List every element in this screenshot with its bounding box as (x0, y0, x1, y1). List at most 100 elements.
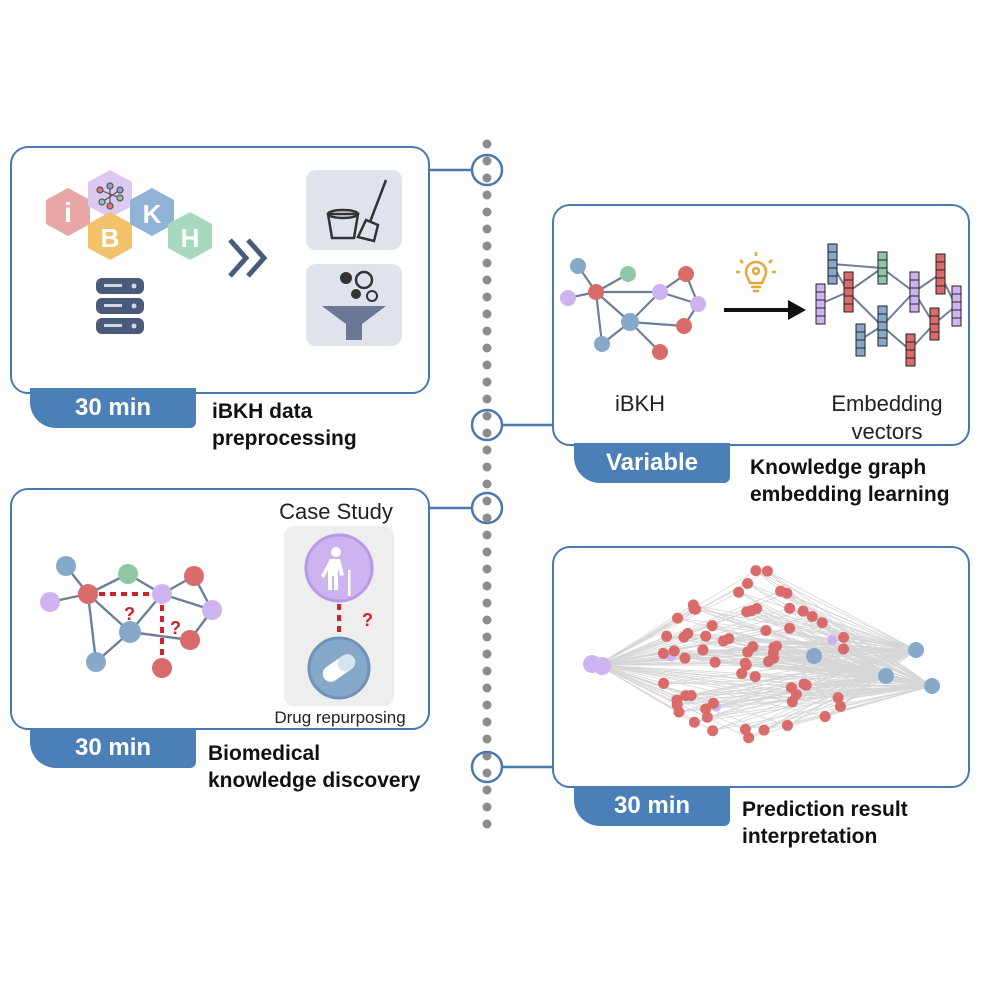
timeline-dot (482, 139, 492, 149)
prediction-node (819, 711, 831, 723)
embedding-cell (909, 271, 920, 281)
prediction-edge (674, 649, 917, 652)
timeline-dot (482, 241, 492, 251)
prediction-edge (597, 664, 680, 713)
prediction-node (745, 605, 757, 617)
prediction-edge (597, 664, 805, 685)
embedding-cell (855, 347, 866, 357)
prediction-edge (597, 664, 746, 730)
timeline-dot (482, 428, 492, 438)
timeline-dot (482, 666, 492, 676)
arrow-icon (724, 300, 806, 320)
timeline-dot (482, 275, 492, 285)
embedding-cell (909, 279, 920, 289)
timeline-dot (482, 496, 492, 506)
embedding-cell (951, 301, 962, 311)
embedding-cell (935, 285, 946, 295)
prediction-node (679, 652, 691, 664)
timeline-dot (482, 700, 492, 710)
timeline-dot (482, 513, 492, 523)
timeline-dot (482, 598, 492, 608)
double-chevron-icon (228, 238, 268, 278)
prediction-edge (597, 661, 716, 666)
prediction-edge (752, 646, 933, 687)
prediction-node (701, 711, 713, 723)
prediction-node (781, 719, 793, 731)
embedding-cell (905, 349, 916, 359)
timeline-dot (482, 547, 492, 557)
prediction-edge (597, 664, 797, 695)
embedding-cell (877, 251, 888, 261)
timeline-dot (482, 683, 492, 693)
embedding-link (847, 291, 883, 327)
repurpose-question-mark: ? (362, 610, 373, 630)
embedding-cell (929, 307, 940, 317)
prediction-node (838, 631, 850, 643)
prediction-node (758, 724, 770, 736)
timeline-dot (482, 394, 492, 404)
target-node (908, 642, 924, 658)
embedding-cell (905, 341, 916, 351)
timeline-dot (482, 173, 492, 183)
prediction-node (837, 643, 849, 655)
bucket-broom-icon (306, 170, 402, 250)
prediction-node (775, 585, 787, 597)
embedding-cell (929, 323, 940, 333)
prediction-edge (738, 591, 887, 677)
timeline-dot (482, 360, 492, 370)
prediction-edge (674, 650, 887, 677)
timeline-dot (482, 615, 492, 625)
prediction-node (736, 667, 748, 679)
prediction-node (668, 645, 680, 657)
step4-title: Prediction result interpretation (742, 798, 908, 848)
timeline-dot (482, 207, 492, 217)
timeline-dot (482, 768, 492, 778)
embedding-cell (827, 275, 838, 285)
embedding-cell (951, 317, 962, 327)
step3-panel: ? ? Case Study ? Drug repurposing (10, 488, 430, 730)
embedding-cell (877, 259, 888, 269)
timeline-dot (482, 717, 492, 727)
embedding-cell (951, 293, 962, 303)
case-study-label: Case Study (279, 499, 393, 524)
prediction-node (709, 656, 721, 668)
prediction-node (717, 635, 729, 647)
timeline-dot (482, 411, 492, 421)
prediction-edge (705, 649, 917, 710)
logo-letter-K: K (143, 199, 162, 229)
embedding-cell (877, 305, 888, 315)
prediction-network (583, 565, 940, 744)
prediction-edge (712, 685, 933, 732)
timeline-dot (482, 632, 492, 642)
prediction-node (682, 627, 694, 639)
timeline-dot (482, 258, 492, 268)
timeline-dot (482, 581, 492, 591)
embedding-cell (909, 287, 920, 297)
prediction-edge (597, 664, 686, 696)
prediction-edge (677, 617, 917, 651)
embedding-vectors (815, 243, 962, 367)
embedding-cell (815, 307, 826, 317)
prediction-node (733, 586, 745, 598)
embedding-cell (815, 291, 826, 301)
prediction-edge (747, 583, 917, 651)
embedding-cell (877, 313, 888, 323)
prediction-node (797, 605, 809, 617)
case-study-card: ? (284, 526, 394, 706)
prediction-edge (705, 685, 933, 710)
drug-repurposing-label: Drug repurposing (274, 708, 406, 727)
embedding-cell (877, 275, 888, 285)
ibkh-logo: i B K H (46, 170, 212, 260)
timeline-dot (482, 343, 492, 353)
timeline-dot (482, 292, 492, 302)
prediction-edge (767, 570, 917, 651)
embedding-cell (827, 259, 838, 269)
embedding-cell (951, 285, 962, 295)
embedding-cell (855, 339, 866, 349)
embedding-cell (935, 269, 946, 279)
prediction-edge (705, 635, 917, 651)
prediction-edge (663, 675, 887, 684)
prediction-edge (685, 685, 933, 696)
prediction-node (768, 652, 780, 664)
prediction-edge (780, 590, 917, 651)
